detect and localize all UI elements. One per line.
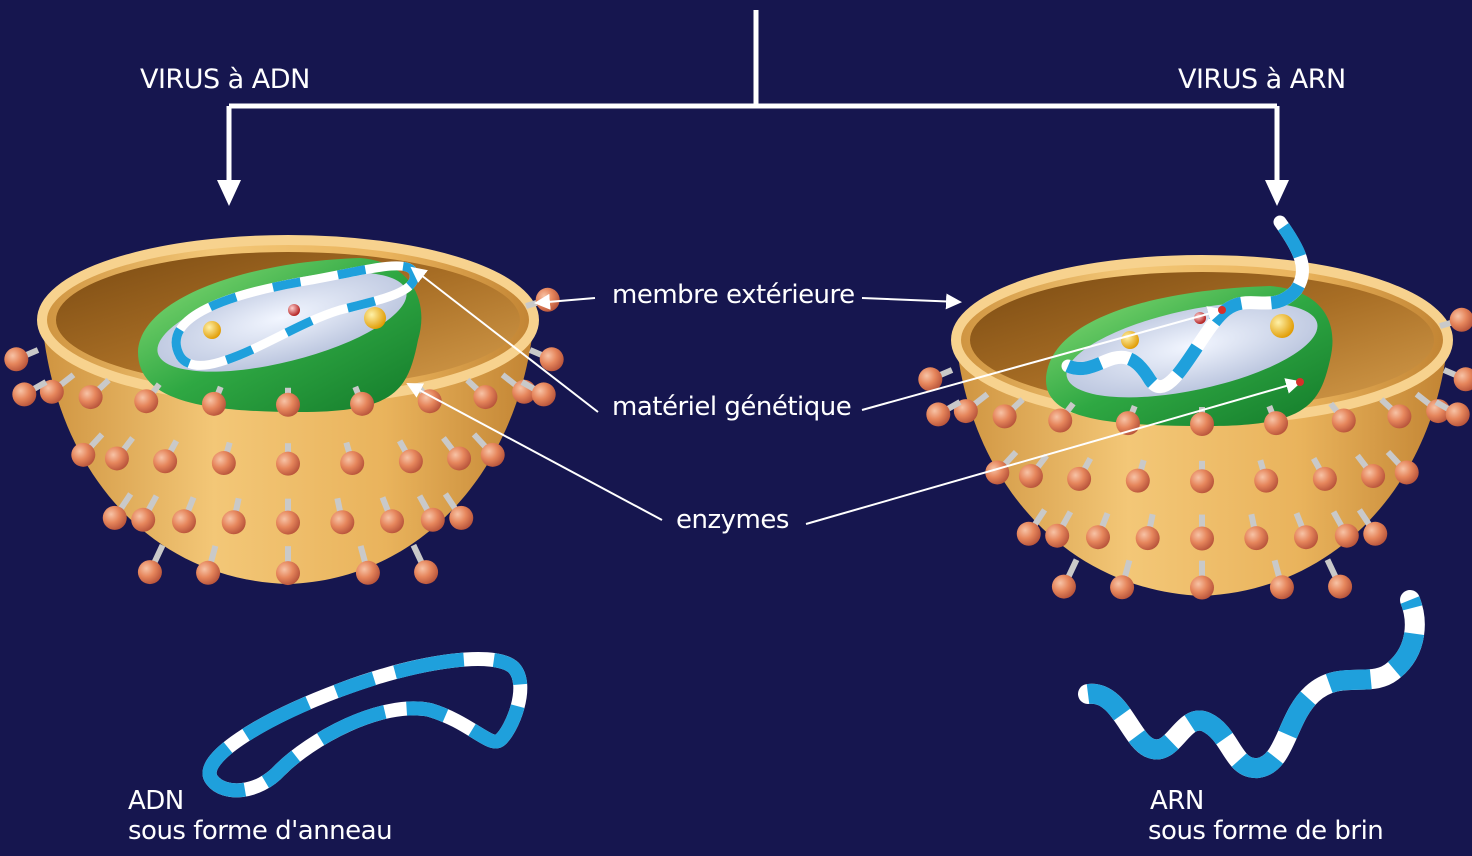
spike-ball — [1361, 464, 1385, 488]
spike-ball — [1328, 575, 1352, 599]
spike-ball — [1136, 526, 1160, 550]
spike-ball — [1335, 524, 1359, 548]
spike-ball — [1019, 464, 1043, 488]
spike-ball — [1190, 412, 1214, 436]
spike-ball — [1264, 411, 1288, 435]
spike-ball — [330, 510, 354, 534]
spike-ball — [536, 288, 560, 312]
spike-ball — [1045, 524, 1069, 548]
spike-ball — [1454, 367, 1472, 391]
arrow-down-icon — [1265, 180, 1289, 206]
spike-ball — [222, 510, 246, 534]
spike-ball — [1363, 522, 1387, 546]
heading-rna-virus: VIRUS à ARN — [1178, 64, 1346, 95]
spike-ball — [1294, 525, 1318, 549]
spike-ball — [340, 451, 364, 475]
caption-rna-title: ARN — [1150, 786, 1204, 816]
spike-ball — [1244, 526, 1268, 550]
spike-ball — [276, 511, 300, 535]
spike-ball — [103, 506, 127, 530]
spike-ball — [421, 508, 445, 532]
spike-ball — [105, 446, 129, 470]
spike-ball — [1332, 408, 1356, 432]
heading-dna-virus: VIRUS à ADN — [140, 64, 310, 95]
spike-ball — [1395, 460, 1419, 484]
spike-ball — [212, 451, 236, 475]
label-enzymes: enzymes — [676, 505, 789, 535]
spike-ball — [449, 506, 473, 530]
spike-ball — [172, 509, 196, 533]
spike-ball — [1086, 525, 1110, 549]
spike-ball — [276, 561, 300, 585]
caption-dna-subtitle: sous forme d'anneau — [128, 816, 392, 846]
label-genetic-material: matériel génétique — [612, 392, 851, 422]
spike-ball — [153, 449, 177, 473]
spike-ball — [1190, 526, 1214, 550]
spike-ball — [350, 392, 374, 416]
spike-ball — [532, 382, 556, 406]
spike-ball — [12, 382, 36, 406]
spike-ball — [1017, 522, 1041, 546]
spike-ball — [202, 392, 226, 416]
label-outer-membrane: membre extérieure — [612, 280, 855, 310]
spike-ball — [1387, 404, 1411, 428]
spike-ball — [540, 347, 564, 371]
spike-ball — [993, 404, 1017, 428]
spike-ball — [380, 509, 404, 533]
spike-ball — [276, 452, 300, 476]
spike-ball — [1270, 575, 1294, 599]
spike-ball — [1126, 469, 1150, 493]
spike-ball — [1313, 467, 1337, 491]
spike-ball — [134, 389, 158, 413]
spike-stem — [1068, 560, 1076, 577]
caption-dna-title: ADN — [128, 786, 184, 816]
spike-ball — [473, 385, 497, 409]
spike-stem — [413, 545, 421, 562]
spike-ball — [1052, 575, 1076, 599]
spike-ball — [138, 560, 162, 584]
spike-ball — [4, 347, 28, 371]
spike-ball — [276, 393, 300, 417]
spike-ball — [1450, 308, 1472, 332]
spike-stem — [1327, 560, 1335, 577]
spike-ball — [71, 443, 95, 467]
dna-ring-illustration — [210, 659, 521, 790]
classification-tree — [229, 10, 1277, 182]
spike-ball — [79, 385, 103, 409]
spike-ball — [1110, 575, 1134, 599]
spike-ball — [131, 508, 155, 532]
spike-stem — [154, 545, 162, 562]
spike-ball — [1254, 469, 1278, 493]
spike-ball — [356, 561, 380, 585]
spike-ball — [1190, 576, 1214, 600]
spike-ball — [481, 443, 505, 467]
spike-ball — [1190, 469, 1214, 493]
spike-ball — [399, 449, 423, 473]
spike-ball — [447, 446, 471, 470]
spike-ball — [1067, 467, 1091, 491]
spike-ball — [414, 560, 438, 584]
spike-ball — [1048, 408, 1072, 432]
caption-rna-subtitle: sous forme de brin — [1148, 816, 1383, 846]
spike-ball — [196, 561, 220, 585]
arrow-down-icon — [217, 180, 241, 206]
rna-strand-illustration — [1088, 600, 1415, 768]
spike-ball — [1446, 402, 1470, 426]
spike-ball — [926, 402, 950, 426]
